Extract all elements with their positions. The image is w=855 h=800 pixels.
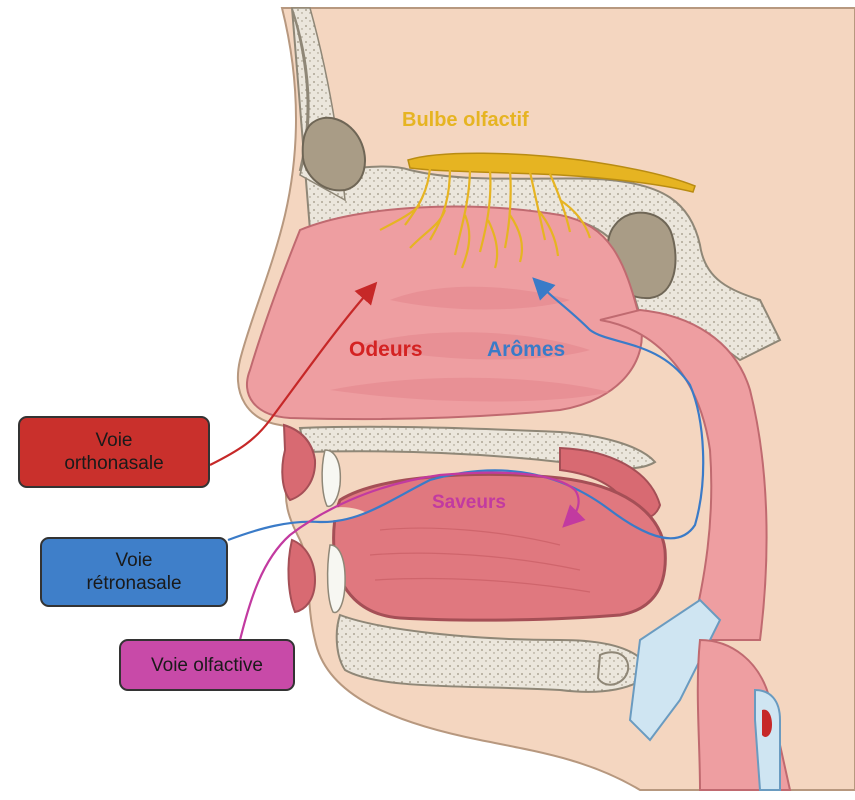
label-aromas: Arômes — [487, 338, 565, 361]
orthonasal-line1: Voie — [64, 429, 163, 452]
retronasal-box: Voie rétronasale — [40, 537, 228, 607]
retronasal-line1: Voie — [86, 549, 181, 572]
label-flavors: Saveurs — [432, 492, 506, 513]
spine-vessel — [755, 690, 780, 790]
olfactory-label: Voie olfactive — [151, 654, 263, 677]
retronasal-line2: rétronasale — [86, 572, 181, 595]
orthonasal-line2: orthonasale — [64, 452, 163, 475]
label-odors: Odeurs — [349, 338, 423, 361]
hyoid — [598, 652, 628, 684]
orthonasal-box: Voie orthonasale — [18, 416, 210, 488]
label-olfactory-bulb: Bulbe olfactif — [402, 109, 529, 131]
olfactory-box: Voie olfactive — [119, 639, 295, 691]
